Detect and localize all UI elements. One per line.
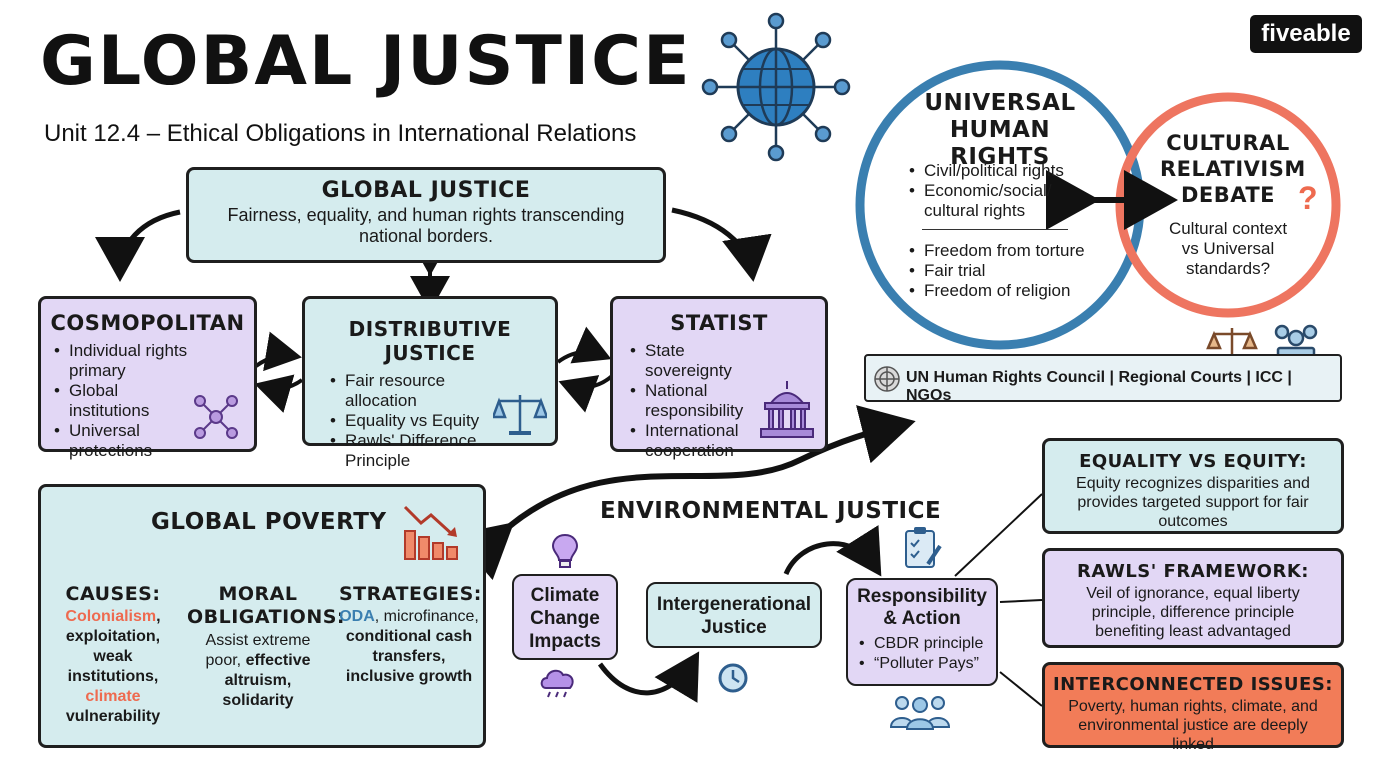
list-item: Global institutions (53, 381, 203, 421)
moral-text: Assist extreme poor, effective altruism,… (205, 632, 311, 709)
strategies-oda: ODA (339, 608, 375, 625)
interconnected-description: Poverty, human rights, climate, and envi… (1068, 698, 1318, 753)
equality-title: EQUALITY VS EQUITY: (1079, 451, 1307, 472)
page-subtitle: Unit 12.4 – Ethical Obligations in Inter… (44, 120, 637, 147)
arrow-cosmo-to-dist (254, 331, 302, 372)
relativism-title-3: DEBATE (1180, 183, 1276, 207)
list-item: International cooperation (629, 421, 769, 461)
people-group-icon (889, 696, 951, 730)
list-item: Fair trial (908, 261, 1098, 281)
institutions-text: UN Human Rights Council | Regional Court… (906, 369, 1292, 404)
relativism-description: Cultural context vs Universal standards? (1168, 219, 1288, 278)
core-description: Fairness, equality, and human rights tra… (227, 205, 625, 246)
rawls-title: RAWLS' FRAMEWORK: (1076, 561, 1309, 582)
line-to-equality (954, 493, 1043, 577)
statist-list: State sovereignty National responsibilit… (629, 341, 769, 461)
capitol-building-icon (760, 381, 814, 438)
distributive-title: DISTRIBUTIVE JUSTICE (348, 317, 512, 365)
human-rights-list-1: Civil/political rights Economic/social/ … (908, 161, 1078, 221)
human-rights-divider (922, 229, 1068, 230)
moral-title-1: MORAL (218, 583, 298, 605)
list-item: “Polluter Pays” (858, 654, 996, 674)
relativism-title-2: RELATIVISM (1160, 157, 1306, 181)
core-title: GLOBAL JUSTICE (321, 178, 531, 203)
distributive-justice-box: DISTRIBUTIVE JUSTICE Fair resource alloc… (302, 296, 558, 470)
list-item: Rawls' Difference Principle (329, 431, 509, 471)
page-title: GLOBAL JUSTICE (40, 22, 692, 101)
arrow-dist-to-cosmo (254, 374, 304, 413)
brand-logo: fiveable (1250, 15, 1362, 53)
moral-title-2: OBLIGATIONS: (187, 606, 345, 628)
relativism-section: CULTURAL RELATIVISM DEBATE (1160, 130, 1306, 208)
relativism-title-1: CULTURAL (1166, 131, 1290, 155)
list-item: Civil/political rights (908, 161, 1078, 181)
global-poverty-box: GLOBAL POVERTY CAUSES: Colonialism, expl… (38, 484, 486, 748)
question-mark-icon: ? (1298, 180, 1318, 216)
climate-change-box: Climate Change Impacts (512, 574, 618, 660)
line-to-interconnected (999, 671, 1043, 707)
human-rights-section: UNIVERSAL HUMAN RIGHTS (900, 90, 1100, 171)
un-emblem-icon (874, 366, 900, 392)
globe-network-icon (701, 12, 851, 162)
interconnected-issues-box: INTERCONNECTED ISSUES: Poverty, human ri… (1042, 662, 1344, 753)
human-rights-list-2: Freedom from torture Fair trial Freedom … (908, 241, 1098, 301)
institutions-bar: UN Human Rights Council | Regional Court… (864, 354, 1342, 404)
arrow-core-to-statist (671, 207, 772, 282)
causes-colonialism: Colonialism (65, 608, 157, 625)
statist-title: STATIST (670, 311, 768, 335)
global-justice-core-box: GLOBAL JUSTICE Fairness, equality, and h… (186, 167, 666, 263)
causes-title: CAUSES: (65, 583, 161, 605)
balance-scale-icon (493, 395, 547, 435)
human-rights-title-1: UNIVERSAL (924, 90, 1076, 116)
intergenerational-box: Intergenerational Justice (646, 582, 822, 648)
poverty-title: GLOBAL POVERTY (151, 509, 387, 535)
climate-change-label: Climate Change Impacts (529, 585, 601, 652)
causes-text: Colonialism, exploitation, weak institut… (65, 608, 161, 725)
list-item: State sovereignty (629, 341, 769, 381)
list-item: Equality vs Equity (329, 411, 509, 431)
equality-equity-box: EQUALITY VS EQUITY: Equity recognizes di… (1042, 438, 1344, 534)
arrow-dist-to-statist (556, 326, 612, 364)
cosmopolitan-title: COSMOPOLITAN (50, 311, 245, 335)
lightbulb-icon (551, 533, 579, 568)
list-item: Freedom from torture (908, 241, 1098, 261)
responsibility-title: Responsibility & Action (857, 586, 987, 629)
declining-chart-icon (403, 505, 458, 560)
responsibility-box: Responsibility & Action CBDR principle “… (846, 578, 998, 686)
intergenerational-label: Intergenerational Justice (656, 594, 812, 638)
list-item: National responsibility (629, 381, 769, 421)
equality-description: Equity recognizes disparities and provid… (1076, 475, 1310, 530)
list-item: Fair resource allocation (329, 371, 509, 411)
list-item: Universal protections (53, 421, 203, 461)
poverty-strategies: STRATEGIES: ODA, microfinance, condition… (339, 583, 482, 687)
poverty-moral: MORAL OBLIGATIONS: Assist extreme poor, … (187, 583, 345, 711)
line-to-rawls (999, 599, 1043, 603)
strategies-title: STRATEGIES: (339, 583, 482, 605)
interconnected-title: INTERCONNECTED ISSUES: (1052, 674, 1333, 695)
list-item: Freedom of religion (908, 281, 1098, 301)
arrow-climate-intergen (597, 651, 700, 703)
cosmopolitan-box: COSMOPOLITAN Individual rights primary G… (38, 296, 257, 460)
arrow-core-to-cosmopolitan (95, 209, 181, 282)
poverty-causes: CAUSES: Colonialism, exploitation, weak … (49, 583, 177, 727)
statist-box: STATIST State sovereignty National respo… (610, 296, 828, 460)
causes-climate: climate (85, 688, 141, 705)
rawls-framework-box: RAWLS' FRAMEWORK: Veil of ignorance, equ… (1042, 548, 1344, 648)
list-item: Individual rights primary (53, 341, 203, 381)
rawls-description: Veil of ignorance, equal liberty princip… (1086, 585, 1300, 640)
cosmopolitan-list: Individual rights primary Global institu… (53, 341, 203, 461)
storm-cloud-icon (540, 669, 574, 698)
list-item: Economic/social/ cultural rights (908, 181, 1078, 221)
arrow-statist-to-dist (558, 374, 614, 413)
brand-logo-text: fiveable (1261, 20, 1351, 47)
responsibility-list: CBDR principle “Polluter Pays” (858, 634, 996, 674)
clock-icon (718, 663, 748, 693)
environmental-justice-title: ENVIRONMENTAL JUSTICE (600, 498, 942, 524)
arrow-intergen-responsibility (783, 525, 882, 577)
distributive-list: Fair resource allocation Equality vs Equ… (329, 371, 509, 471)
people-network-icon (194, 395, 238, 439)
clipboard-checklist-icon (905, 527, 942, 568)
strategies-text: ODA, microfinance, conditional cash tran… (339, 608, 479, 685)
list-item: CBDR principle (858, 634, 996, 654)
